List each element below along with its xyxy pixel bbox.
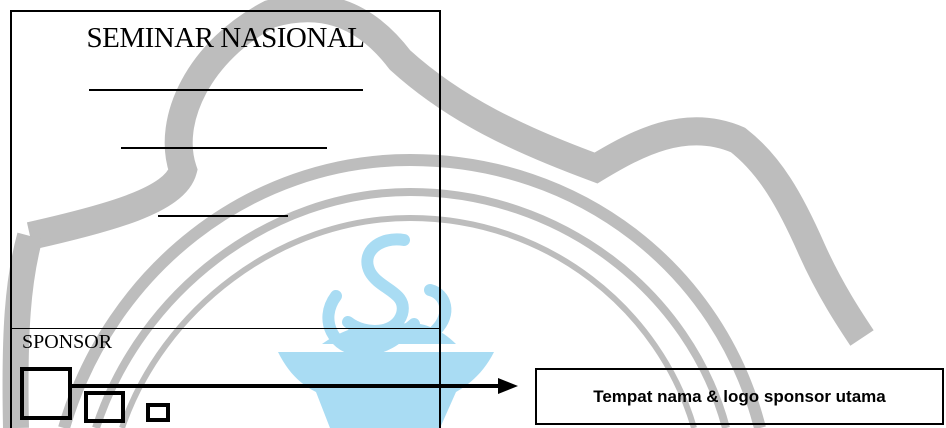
banner-title: SEMINAR NASIONAL xyxy=(86,22,365,54)
sponsor-logo-box-medium xyxy=(84,391,125,423)
sponsor-label: SPONSOR xyxy=(22,331,113,353)
callout-arrow-head xyxy=(498,378,518,394)
sponsor-logo-box-large xyxy=(20,367,72,420)
watermark-outer-arch xyxy=(26,0,874,346)
sponsor-logo-box-small xyxy=(146,403,170,422)
sponsor-divider xyxy=(12,328,439,329)
watermark-inner-arc-1 xyxy=(58,153,766,428)
blank-line-2 xyxy=(121,147,327,149)
seminar-banner-template: SEMINAR NASIONAL SPONSOR xyxy=(10,10,441,428)
watermark-inner-arc-2 xyxy=(92,187,730,428)
watermark-inner-arc-3 xyxy=(119,214,697,428)
watermark-left-arch-arm xyxy=(2,232,43,428)
blank-line-3 xyxy=(158,215,288,217)
sponsor-callout-text: Tempat nama & logo sponsor utama xyxy=(593,386,886,406)
sponsor-callout-box: Tempat nama & logo sponsor utama xyxy=(535,368,944,425)
blank-line-1 xyxy=(89,89,363,91)
